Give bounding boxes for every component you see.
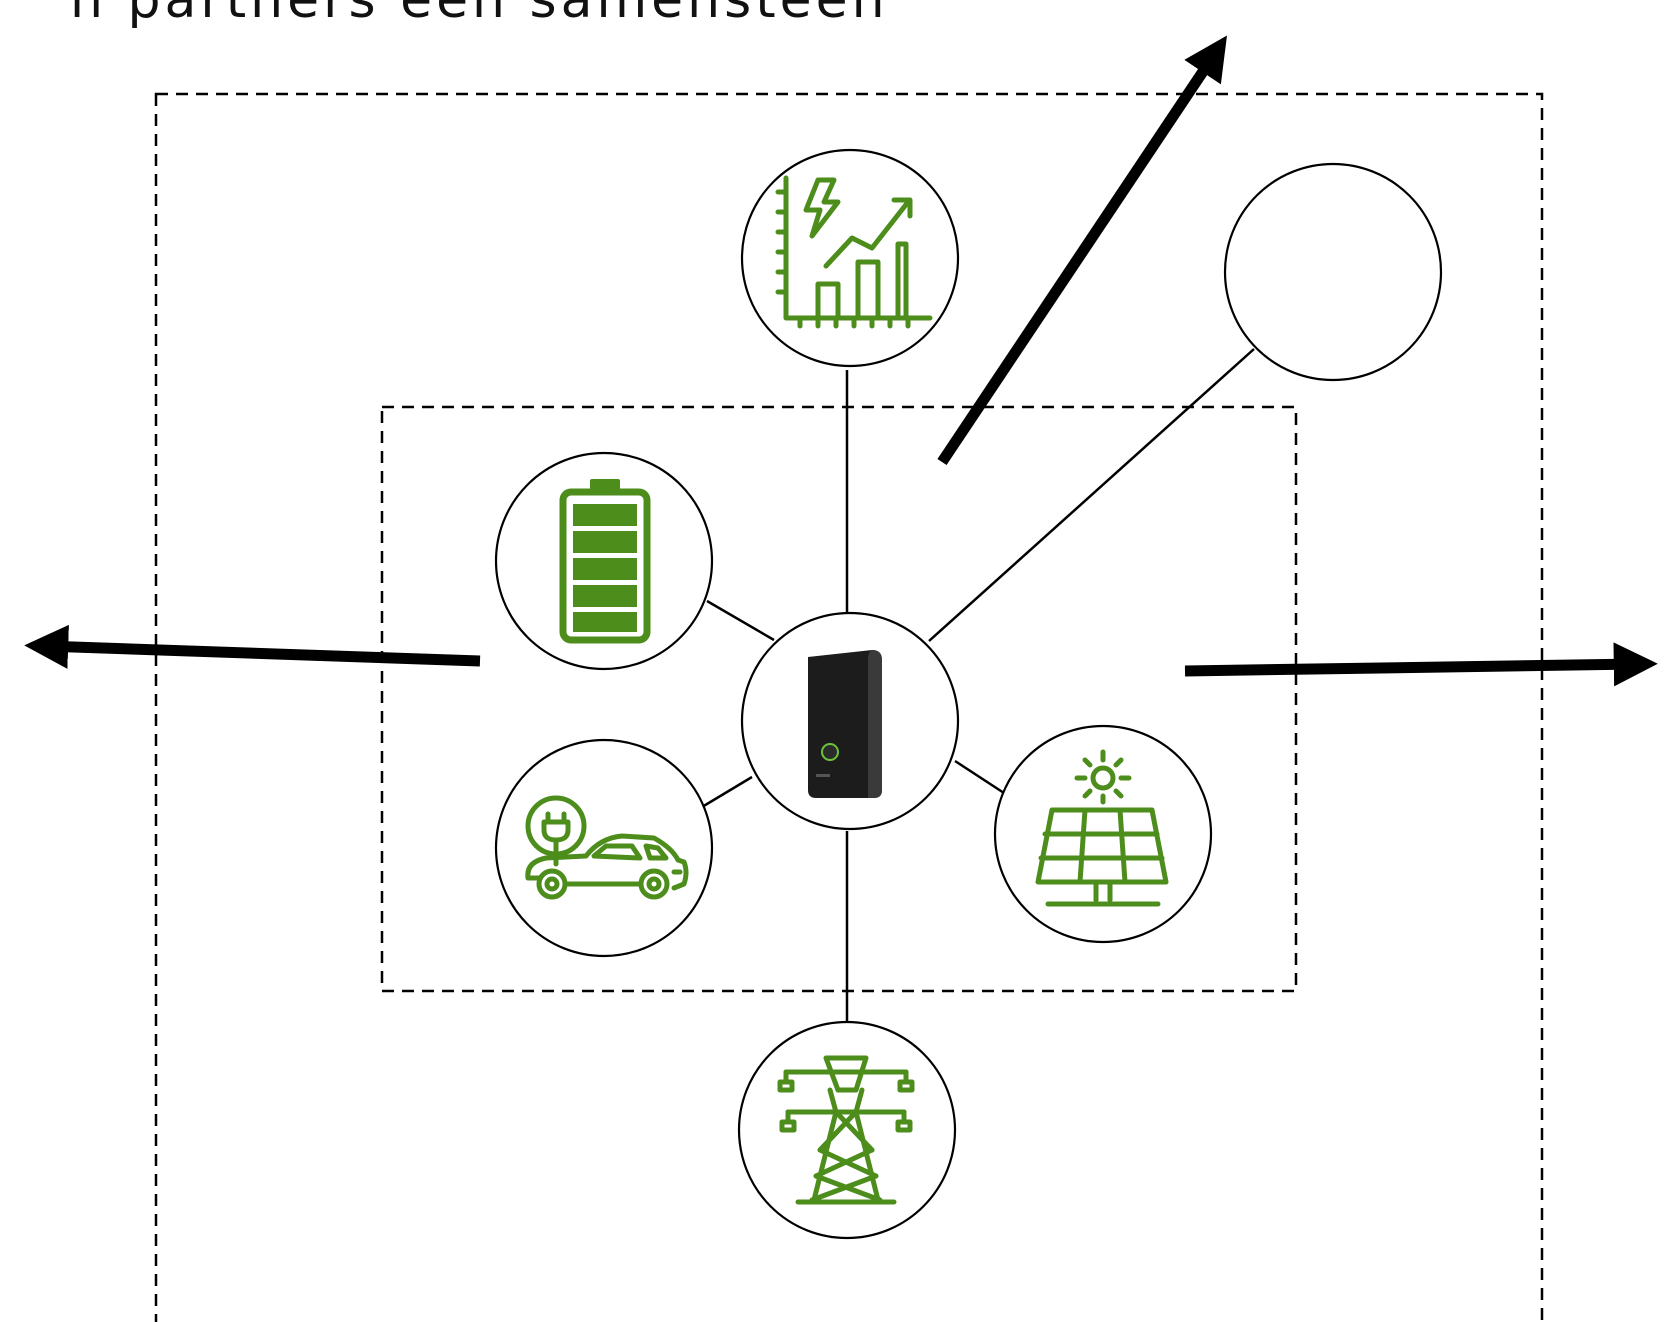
flow-arrow-up-right xyxy=(937,35,1228,466)
diagram-title-fragment: n partners een samensteen xyxy=(70,0,889,30)
inner-boundary xyxy=(380,405,1298,993)
power-pylon-icon xyxy=(777,1055,915,1205)
battery-full-icon xyxy=(559,479,651,644)
link-battery xyxy=(706,599,775,642)
empty-node xyxy=(1223,162,1443,382)
energy-growth-chart-icon xyxy=(775,175,933,329)
outer-boundary xyxy=(154,92,1544,1322)
solar-panel-icon xyxy=(1035,749,1169,907)
electric-car-charging-icon xyxy=(525,795,689,900)
link-solar xyxy=(954,759,1005,795)
link-empty-node xyxy=(928,348,1255,642)
grid-node xyxy=(737,1020,957,1240)
flow-arrow-left xyxy=(24,624,481,669)
link-ev xyxy=(696,775,753,812)
flow-arrow-right xyxy=(1184,642,1658,687)
analytics-node xyxy=(740,148,960,368)
home-battery-inverter-icon xyxy=(808,650,882,798)
